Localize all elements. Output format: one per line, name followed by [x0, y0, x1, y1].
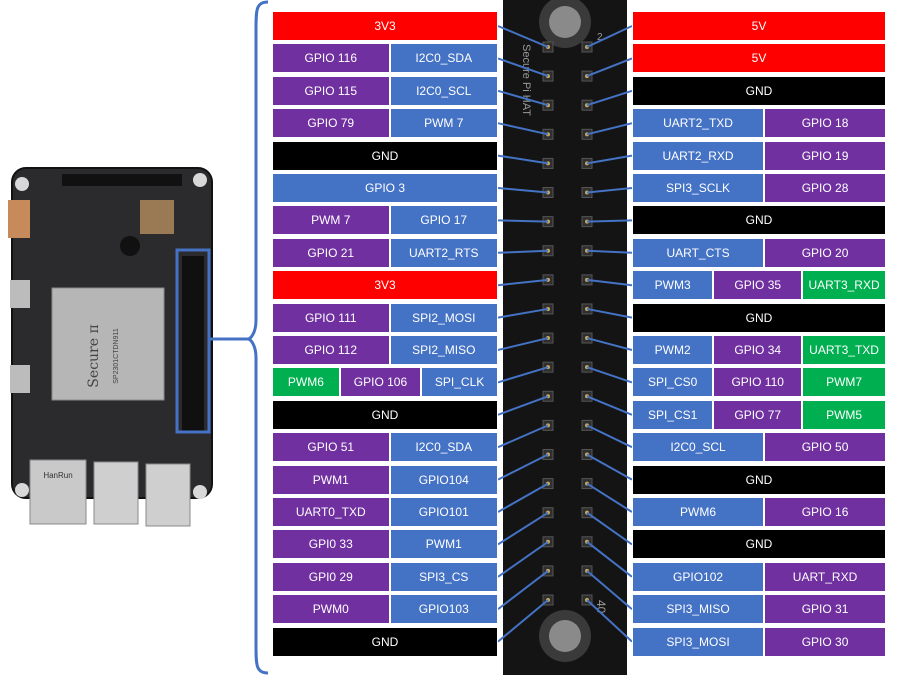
right-pin-13-label: SPI_CS1 — [632, 399, 714, 430]
usb-a-port — [145, 463, 191, 527]
standoff — [193, 173, 207, 187]
left-pin-19-label: GPIO103 — [389, 594, 498, 625]
gpio-header-on-board — [182, 256, 204, 432]
left-pin-7-label: GPIO 17 — [389, 205, 498, 236]
right-pin-9-label: PWM3 — [632, 270, 714, 301]
left-pin-15-label: PWM1 — [272, 464, 390, 495]
right-pin-20-label: GPIO 30 — [764, 626, 886, 657]
usb-c-port — [10, 365, 30, 393]
soc-chip — [51, 287, 165, 401]
standoff — [15, 483, 29, 497]
right-pin-4-label: UART2_TXD — [632, 108, 765, 139]
left-pin-3-label: I2C0_SCL — [389, 75, 498, 106]
right-pin-11-label: GPIO 34 — [713, 335, 803, 365]
left-pin-9-label: 3V3 — [272, 270, 498, 301]
right-pin-5-label: GPIO 19 — [764, 140, 886, 171]
right-pin-16-label: GPIO 16 — [764, 497, 886, 527]
header-highlight-box — [175, 248, 211, 434]
right-pin-19-label: SPI3_MISO — [632, 594, 765, 625]
left-pin-4-label: GPIO 79 — [272, 108, 390, 139]
right-pin-19-label: GPIO 31 — [764, 594, 886, 625]
left-pin-7-label: PWM 7 — [272, 205, 390, 236]
left-pin-13-label: GND — [272, 399, 498, 430]
left-pin-12-label: SPI_CLK — [421, 367, 498, 398]
ethernet-port — [29, 459, 87, 525]
left-pin-8-label: GPIO 21 — [272, 237, 390, 268]
right-pin-18-label: GPIO102 — [632, 561, 765, 592]
left-pin-3-label: GPIO 115 — [272, 75, 390, 106]
right-pin-15-label: GND — [632, 464, 886, 495]
right-pin-12-label: SPI_CS0 — [632, 367, 714, 398]
right-pin-11-label: PWM2 — [632, 335, 714, 365]
mounting-hole — [549, 620, 581, 652]
left-pin-17-label: PWM1 — [389, 529, 498, 560]
left-pin-15-label: GPIO104 — [389, 464, 498, 495]
right-pin-12-label: PWM7 — [802, 367, 886, 398]
left-pin-16-label: GPIO101 — [389, 497, 498, 527]
buzzer — [120, 236, 140, 256]
right-pin-5-label: UART2_RXD — [632, 140, 765, 171]
right-pin-18-label: UART_RXD — [764, 561, 886, 592]
standoff — [15, 177, 29, 191]
left-pin-16-label: UART0_TXD — [272, 497, 390, 527]
board-photo: Secure π SP2301CTDN911 HanRun — [8, 167, 213, 527]
callout-bracket — [210, 0, 269, 675]
left-pin-19-label: PWM0 — [272, 594, 390, 625]
usb-c-port — [10, 280, 30, 308]
left-pin-2-label: GPIO 116 — [272, 43, 390, 74]
left-pin-11-label: SPI2_MISO — [389, 335, 498, 365]
right-pin-10-label: GND — [632, 302, 886, 333]
hdmi-port — [8, 200, 30, 238]
right-pin-11-label: UART3_TXD — [802, 335, 886, 365]
right-pin-3-label: GND — [632, 75, 886, 106]
lan-chip-text: HanRun — [43, 471, 72, 480]
left-pin-10-label: GPIO 111 — [272, 302, 390, 333]
left-pin-1-label: 3V3 — [272, 11, 498, 41]
ribbon-connector — [62, 174, 182, 186]
left-pin-17-label: GPI0 33 — [272, 529, 390, 560]
left-pin-18-label: SPI3_CS — [389, 561, 498, 592]
mounting-hole — [549, 6, 581, 38]
right-pin-9-label: UART3_RXD — [802, 270, 886, 301]
left-pin-11-label: GPIO 112 — [272, 335, 390, 365]
left-pin-20-label: GND — [272, 626, 498, 657]
right-pin-20-label: SPI3_MOSI — [632, 626, 765, 657]
right-pin-4-label: GPIO 18 — [764, 108, 886, 139]
right-pin-6-label: SPI3_SCLK — [632, 173, 765, 203]
right-pin-2-label: 5V — [632, 43, 886, 74]
right-pin-14-label: I2C0_SCL — [632, 432, 765, 463]
left-pin-14-label: I2C0_SDA — [389, 432, 498, 463]
left-pin-12-label: PWM6 — [272, 367, 340, 398]
right-pin-13-label: PWM5 — [802, 399, 886, 430]
right-pin-1-label: 5V — [632, 11, 886, 41]
left-pin-4-label: PWM 7 — [389, 108, 498, 139]
usb-a-port — [93, 461, 139, 525]
right-pin-12-label: GPIO 110 — [713, 367, 803, 398]
left-pin-10-label: SPI2_MOSI — [389, 302, 498, 333]
left-pin-14-label: GPIO 51 — [272, 432, 390, 463]
right-pin-9-label: GPIO 35 — [713, 270, 803, 301]
right-pin-14-label: GPIO 50 — [764, 432, 886, 463]
memory-chip — [140, 200, 174, 234]
right-pin-13-label: GPIO 77 — [713, 399, 803, 430]
board-brand-text: Secure π — [86, 324, 102, 387]
left-pin-5-label: GND — [272, 140, 498, 171]
left-pin-2-label: I2C0_SDA — [389, 43, 498, 74]
right-pin-6-label: GPIO 28 — [764, 173, 886, 203]
standoff — [193, 485, 207, 499]
right-pin-8-label: UART_CTS — [632, 237, 765, 268]
right-pin-8-label: GPIO 20 — [764, 237, 886, 268]
right-pin-17-label: GND — [632, 529, 886, 560]
left-pin-6-label: GPIO 3 — [272, 173, 498, 203]
left-pin-18-label: GPI0 29 — [272, 561, 390, 592]
left-pin-12-label: GPIO 106 — [339, 367, 422, 398]
board-chip-text: SP2301CTDN911 — [113, 328, 120, 384]
right-pin-16-label: PWM6 — [632, 497, 765, 527]
left-pin-8-label: UART2_RTS — [389, 237, 498, 268]
right-pin-7-label: GND — [632, 205, 886, 236]
